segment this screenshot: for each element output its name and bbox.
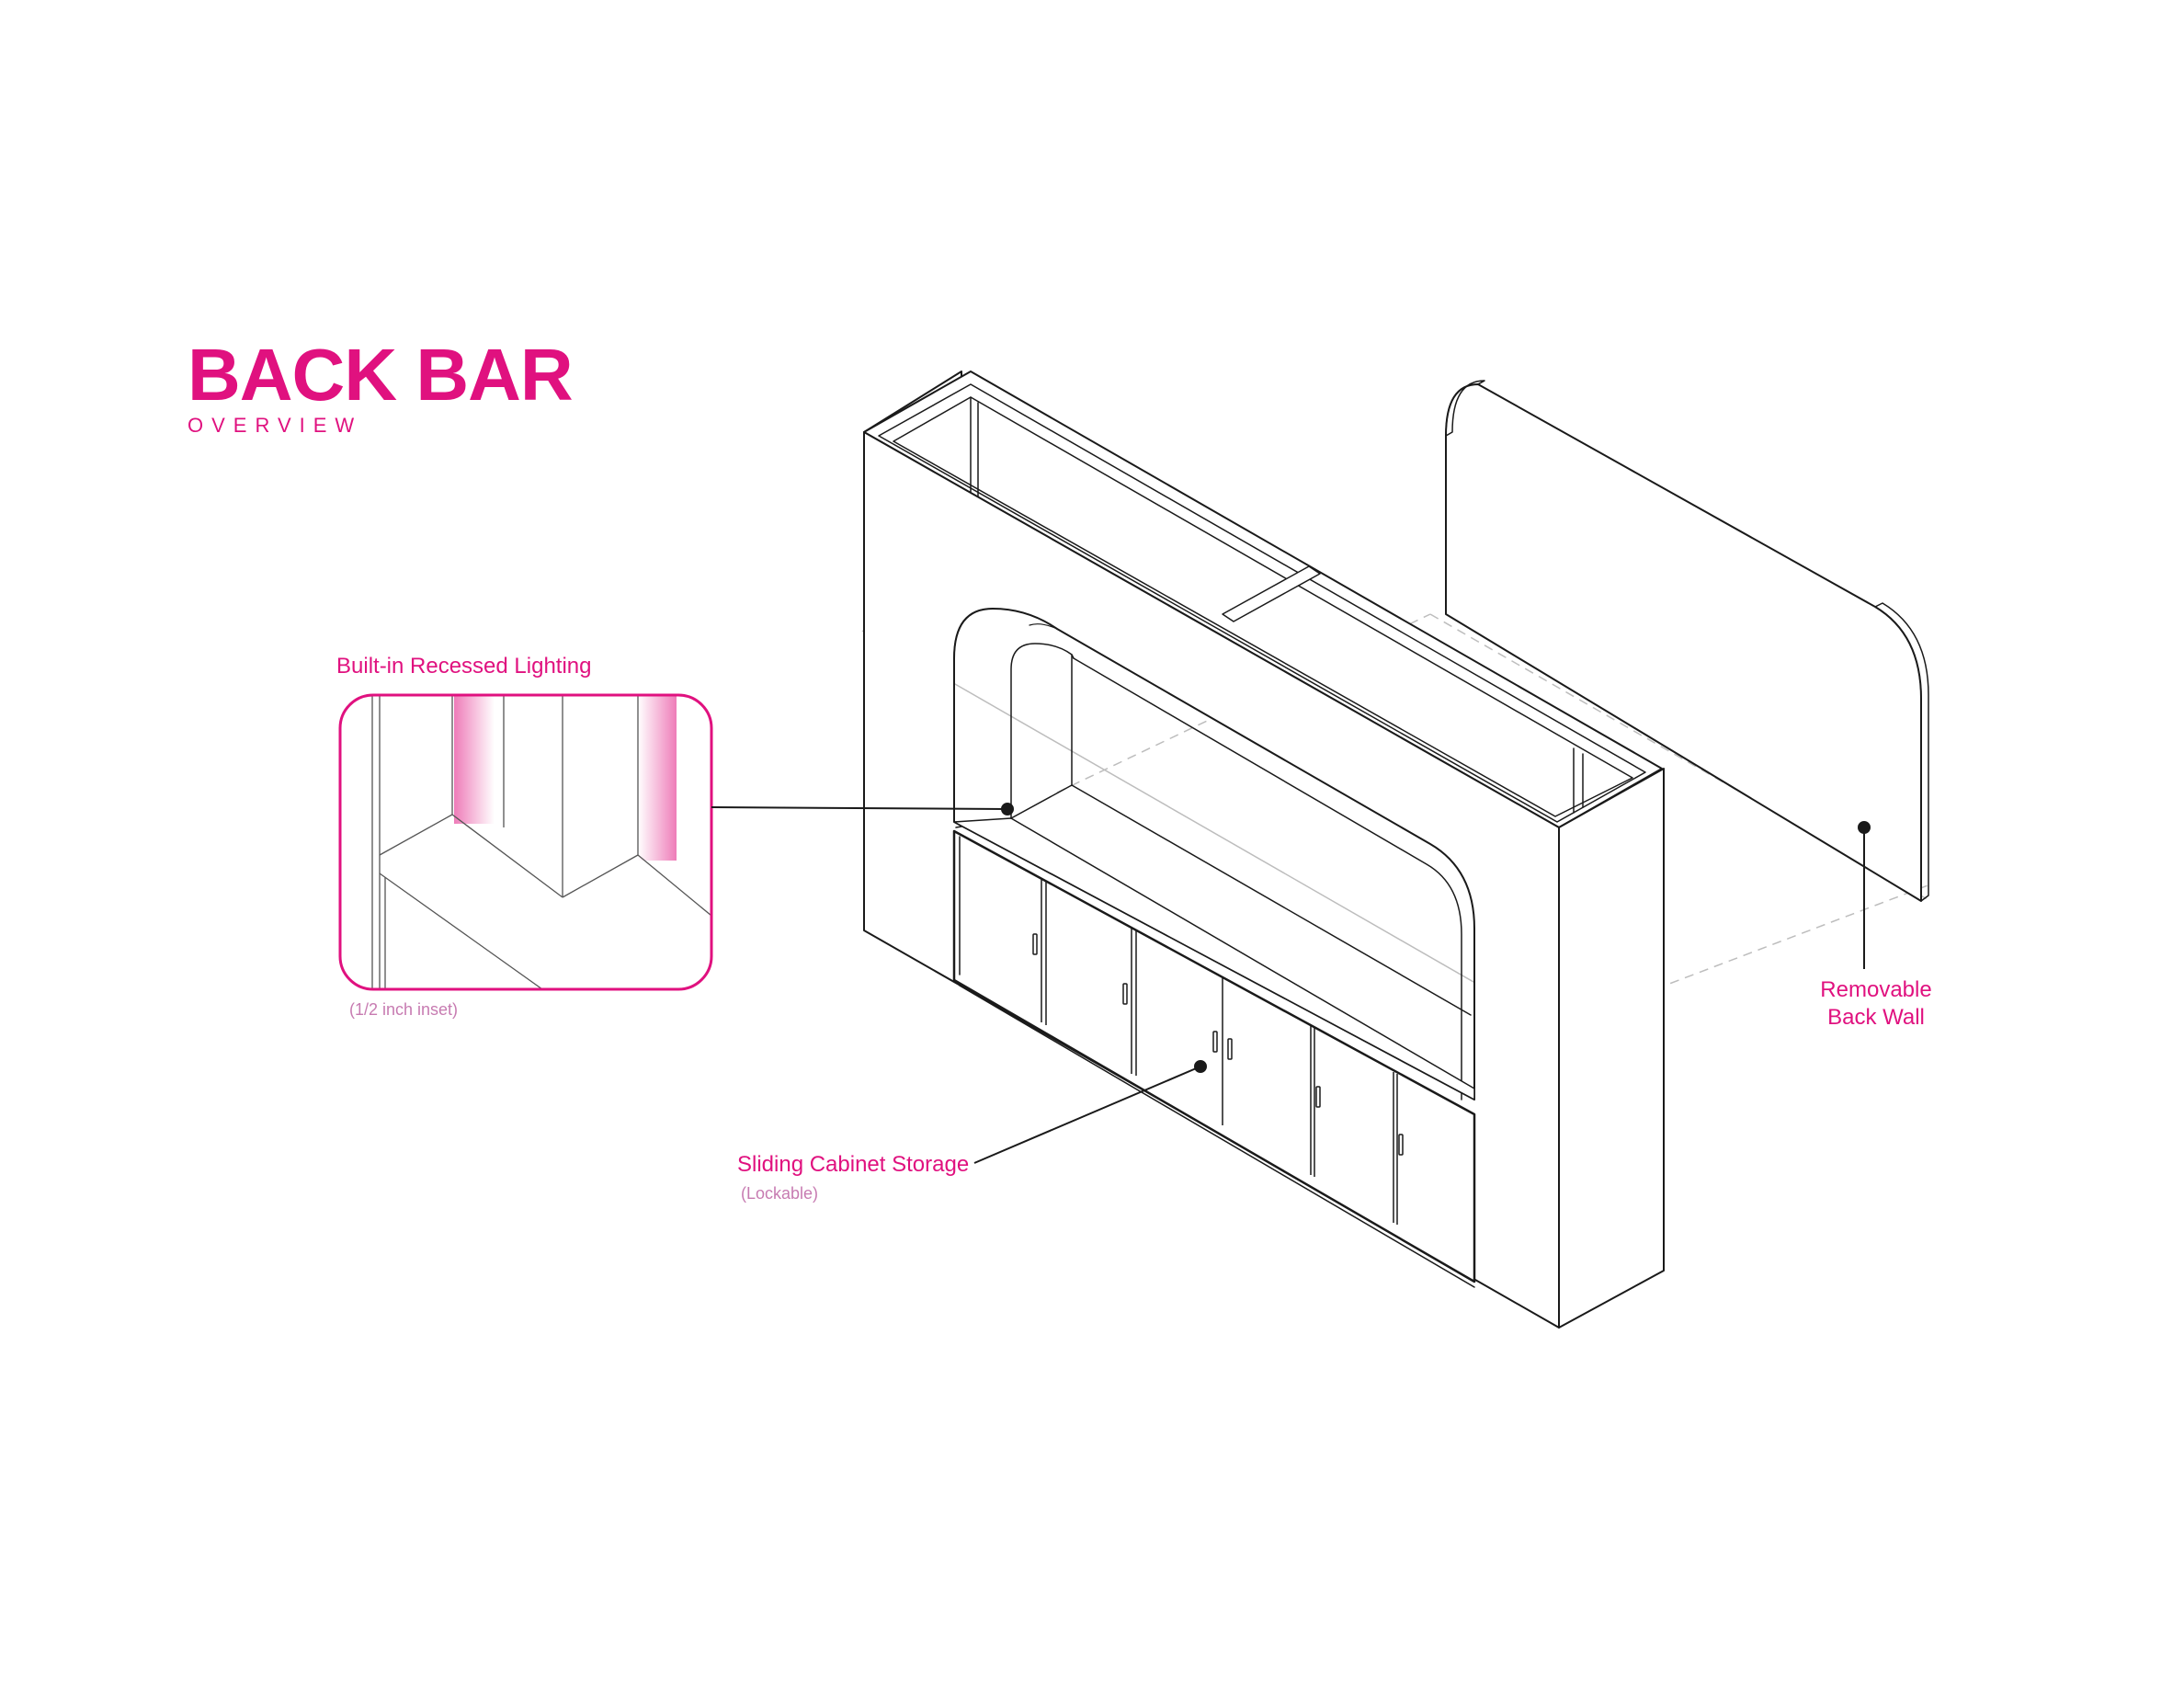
page-title: BACK BAR [188, 334, 574, 416]
cabinet-leader [973, 1066, 1201, 1164]
lighting-leader [711, 806, 1008, 810]
cabinet-label: Sliding Cabinet Storage [737, 1152, 970, 1177]
lighting-detail-view [338, 693, 713, 991]
cabinet-leader-dot [1194, 1060, 1207, 1073]
back-wall-label-line1: Removable [1820, 977, 1932, 1002]
lighting-label: Built-in Recessed Lighting [336, 654, 592, 679]
door-handle [1398, 1134, 1404, 1156]
page-subtitle: OVERVIEW [188, 414, 363, 437]
back-wall-label-line2: Back Wall [1827, 1005, 1925, 1030]
removable-back-wall [1445, 380, 1929, 902]
door-handle [1212, 1031, 1218, 1053]
back-wall-leader-dot [1858, 821, 1871, 834]
lighting-leader-dot [1001, 803, 1014, 815]
door-handle [1315, 1086, 1321, 1108]
cabinet-zone [952, 829, 1476, 1283]
leader-lines [711, 803, 1871, 1164]
door-handle [1032, 933, 1038, 955]
lighting-pier [1010, 654, 1073, 819]
door-handle [1227, 1038, 1233, 1060]
back-bar-body [863, 371, 1665, 1329]
lighting-note: (1/2 inch inset) [349, 1000, 459, 1019]
right-end-face [1558, 768, 1665, 1329]
door-handle [1122, 983, 1128, 1005]
cabinet-note: (Lockable) [741, 1184, 819, 1203]
sliding-cabinet-doors [1032, 879, 1404, 1225]
back-wall-label: Removable Back Wall [1812, 976, 1940, 1032]
counter-shelf [953, 817, 1475, 1101]
